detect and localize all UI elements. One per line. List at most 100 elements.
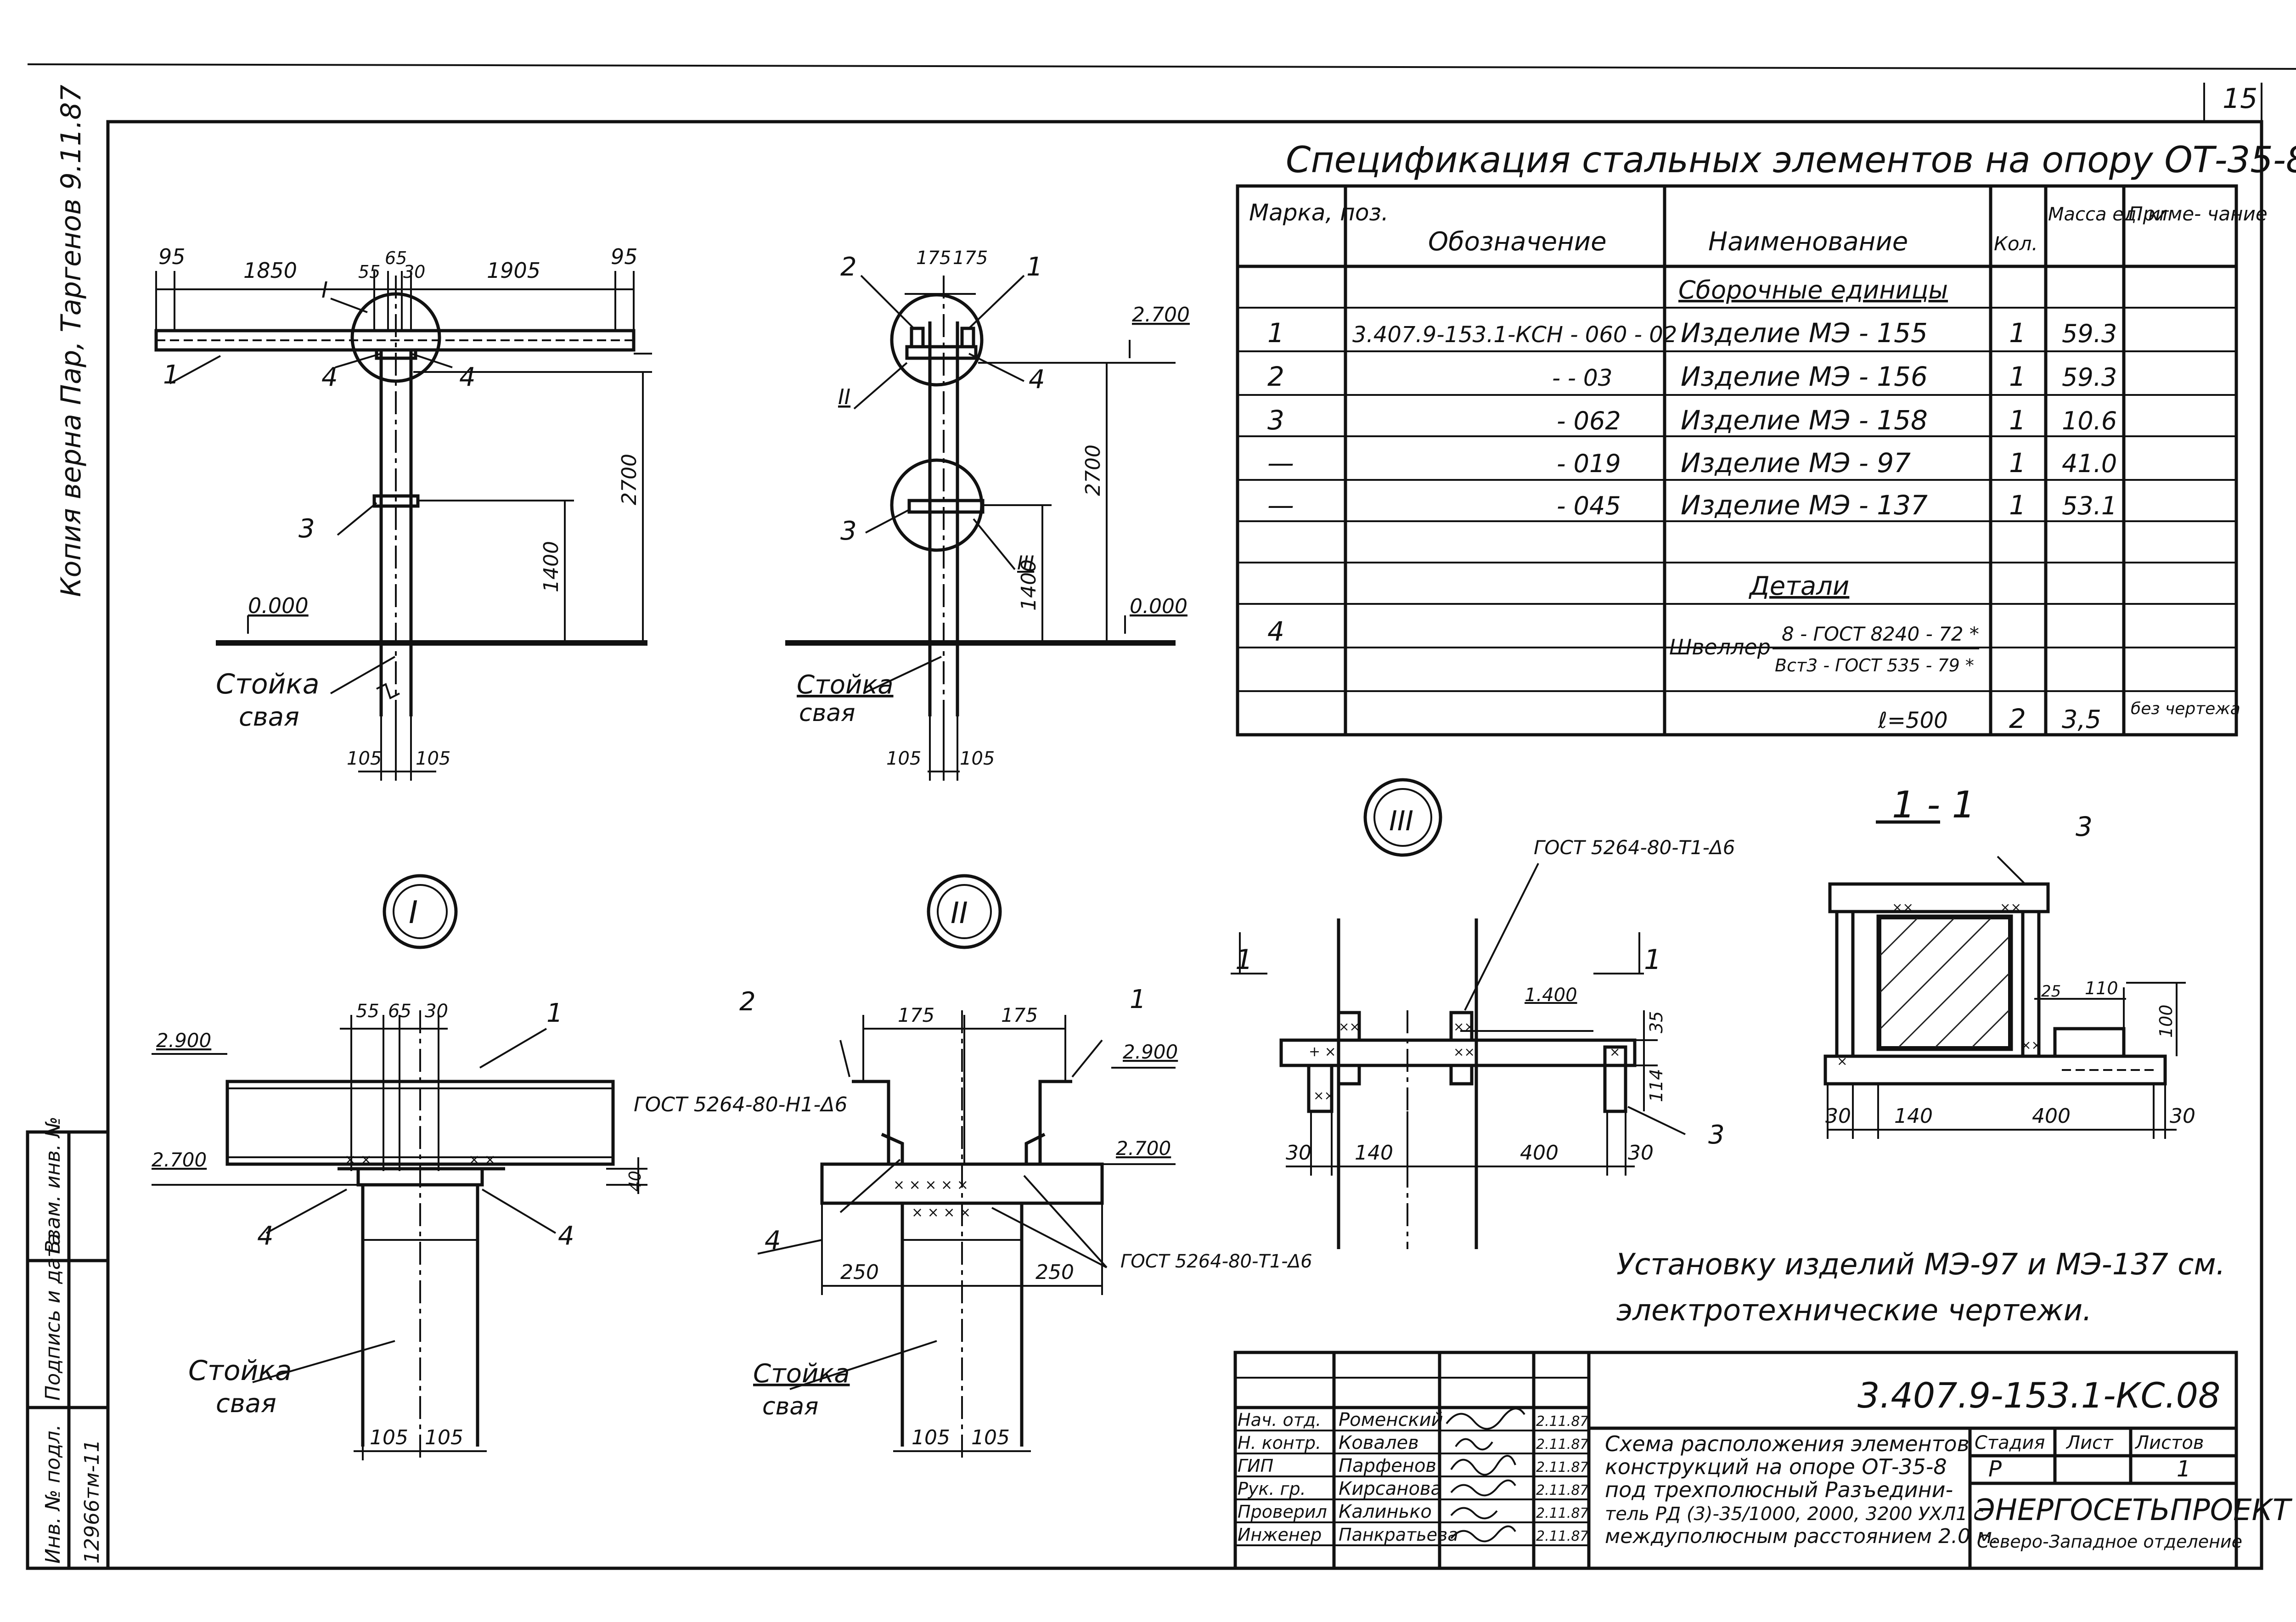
detail-III-dim-30-left: 30 [1286,1141,1311,1165]
sheet-number: 15 [2223,83,2257,115]
svg-text:× × × ×: × × × × [912,1205,971,1221]
svg-text:Нач. отд.: Нач. отд. [1238,1410,1321,1430]
svg-text:Изделие МЭ - 158: Изделие МЭ - 158 [1681,405,1928,436]
svg-text:без чертежа: без чертежа [2131,699,2240,718]
title-stage-value: Р [1988,1456,2002,1482]
detail-I-elevation-2700: 2.700 [152,1149,207,1171]
main-dim-55: 55 [358,262,380,282]
svg-text:1: 1 [2009,490,2026,521]
side-dim-175-left: 175 [916,248,951,269]
main-callout-4-left: 4 [321,362,338,392]
svg-text:× ×: × × [344,1152,372,1168]
svg-text:2: 2 [2009,703,2026,734]
svg-text:Роменский: Роменский [1339,1409,1443,1431]
detail-II-label-stoika: Стойка [753,1359,850,1389]
detail-II-dim-250-left: 250 [840,1261,879,1284]
svg-text:Н. контр.: Н. контр. [1238,1433,1321,1453]
detail-III-dim-140: 140 [1355,1141,1393,1165]
svg-text:3,5: 3,5 [2062,705,2101,734]
detail-III-drawing: + × ×× ×× ×× × ×× [1231,778,1686,1249]
section-1-1-dim-25: 25 [2041,982,2061,1001]
spec-header-designation: Обозначение [1428,227,1607,257]
title-stage-label: Стадия [1975,1432,2045,1453]
svg-text:Проверил: Проверил [1238,1502,1327,1522]
svg-text:1: 1 [1267,317,1284,349]
svg-text:- 019: - 019 [1557,449,1621,478]
svg-text:Швеллер: Швеллер [1669,635,1771,659]
signer-row: Проверил Калинько 2.11.87 [1238,1501,1589,1522]
general-note-line1: Установку изделий МЭ-97 и МЭ-137 см. [1616,1248,2225,1282]
svg-text:Калинько: Калинько [1339,1501,1432,1522]
main-callout-3: 3 [298,514,315,544]
detail-II-callout-4: 4 [765,1226,781,1256]
signer-row: ГИП Парфенов 2.11.87 [1238,1455,1589,1476]
title-description-line2: конструкций на опоре ОТ-35-8 [1605,1454,1947,1479]
side-dim-105-left: 105 [886,748,921,769]
main-dim-105-right: 105 [416,748,450,769]
main-callout-1: 1 [163,360,180,390]
detail-III-dim-35: 35 [1646,1011,1666,1033]
detail-II-weld-t1: ГОСТ 5264-80-Т1-Δ6 [1120,1251,1312,1272]
detail-I-drawing: × × × × [152,874,647,1460]
detail-I-callout-1: 1 [546,998,563,1028]
spec-row: — - 019 Изделие МЭ - 97 1 41.0 [1267,447,2117,479]
side-callout-1: 1 [1026,252,1043,282]
detail-II-drawing: × × × × × × × × × [757,874,1176,1460]
title-description-line4: тель РД (3)-35/1000, 2000, 3200 УХЛ1 с [1605,1504,1983,1525]
general-note-line2: электротехнические чертежи. [1616,1294,2092,1328]
detail-III-dim-114: 114 [1646,1069,1666,1102]
svg-text:8 - ГОСТ 8240 - 72 *: 8 - ГОСТ 8240 - 72 * [1782,623,1979,645]
main-dim-1400: 1400 [540,541,563,592]
side-callout-2: 2 [840,252,857,282]
svg-text:× ×: × × [468,1152,496,1168]
section-1-1-dim-110: 110 [2085,978,2118,998]
svg-text:Изделие МЭ - 156: Изделие МЭ - 156 [1681,361,1928,392]
title-sheets-label: Листов [2134,1432,2204,1453]
title-description-line5: междуполюсным расстоянием 2.0 м. [1605,1525,1998,1548]
detail-II-label-svaya: свая [762,1393,818,1420]
detail-III-dim-400: 400 [1520,1141,1559,1165]
main-dim-105-left: 105 [347,748,382,769]
spec-row: — - 045 Изделие МЭ - 137 1 53.1 [1267,490,2117,521]
svg-text:2.11.87: 2.11.87 [1536,1482,1589,1498]
detail-II-callout-1: 1 [1130,985,1146,1014]
svg-text:Изделие МЭ - 137: Изделие МЭ - 137 [1681,490,1928,521]
svg-text:3.407.9-153.1-КСН - 060 - 02: 3.407.9-153.1-КСН - 060 - 02 [1352,322,1677,348]
svg-text:1: 1 [2009,361,2026,392]
detail-I-dim-105-right: 105 [425,1426,463,1449]
svg-text:Панкратьева: Панкратьева [1339,1525,1458,1545]
detail-III-weld: ГОСТ 5264-80-Т1-Δ6 [1534,836,1735,859]
side-dim-175-right: 175 [953,248,988,269]
svg-text:10.6: 10.6 [2062,406,2117,435]
side-callout-4: 4 [1029,365,1045,394]
main-label-stoika: Стойка [216,668,320,700]
margin-copy-note: Копия верна Пар, Таргенов 9.11.87 [55,84,87,597]
side-stamp-inv-number: 12966тм-11 [80,1439,104,1564]
side-callout-3: 3 [840,516,857,546]
side-stamp-inv-label: Инв. № подл. [41,1424,65,1564]
spec-header-mark: Марка, поз. [1249,199,1389,226]
main-dim-95-left: 95 [158,244,186,269]
detail-III-section-mark-right: 1 [1644,944,1661,976]
side-label-stoika: Стойка [797,670,894,700]
spec-group-details: Детали [1748,571,1849,601]
spec-title: Спецификация стальных элементов на опору… [1286,140,2296,181]
side-stamp [26,1130,110,1570]
svg-text:- - 03: - - 03 [1552,365,1613,391]
side-dim-1400: 1400 [1017,559,1041,611]
svg-text:××: ×× [2000,900,2021,915]
section-1-1-dim-30-left: 30 [1825,1104,1851,1128]
detail-I-marker: I [409,895,418,931]
svg-text:+ ×: + × [1309,1044,1336,1060]
detail-I-label-svaya: свая [216,1389,276,1419]
section-1-1-dim-30-right: 30 [2170,1104,2195,1128]
svg-text:××: ×× [1453,1044,1475,1059]
spec-row: 2 - - 03 Изделие МЭ - 156 1 59.3 [1267,361,2117,392]
side-stamp-sign-label: Подпись и дата [41,1233,65,1401]
detail-I-callout-4-left: 4 [257,1221,274,1251]
title-sheet-label: Лист [2065,1432,2114,1453]
detail-I-dim-105-left: 105 [370,1426,408,1449]
svg-text:Вст3 - ГОСТ 535 - 79 *: Вст3 - ГОСТ 535 - 79 * [1775,655,1974,676]
detail-I-label-stoika: Стойка [188,1355,292,1387]
